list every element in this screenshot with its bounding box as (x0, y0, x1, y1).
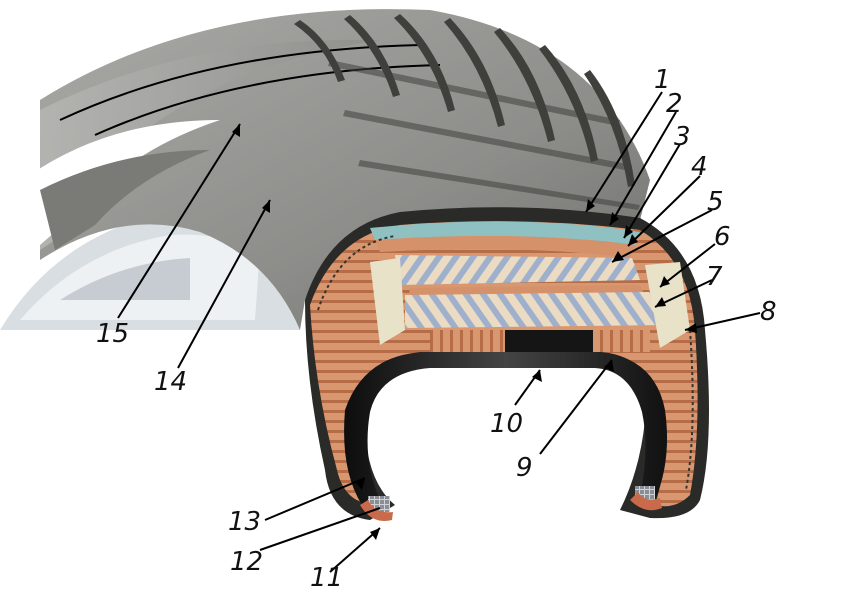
tire-cross-section (305, 207, 709, 521)
inner-liner (344, 352, 668, 505)
tire-body (30, 9, 650, 330)
callout-labels: 1 2 3 4 5 6 7 8 9 10 11 12 13 14 15 (96, 65, 777, 593)
tread-pattern (294, 14, 640, 210)
callout-7: 7 (706, 262, 723, 292)
callout-13: 13 (228, 507, 261, 537)
callout-10: 10 (490, 409, 523, 439)
callout-3: 3 (674, 122, 691, 152)
callout-8: 8 (760, 297, 777, 327)
belt-layer-lower (405, 292, 668, 328)
callout-5: 5 (707, 187, 724, 217)
leader-lines (117, 91, 761, 573)
callout-14: 14 (154, 367, 187, 397)
callout-9: 9 (516, 453, 533, 483)
callout-2: 2 (666, 89, 683, 119)
callout-11: 11 (310, 563, 343, 593)
callout-4: 4 (691, 152, 708, 182)
callout-6: 6 (714, 222, 731, 252)
callout-15: 15 (96, 319, 129, 349)
callout-1: 1 (654, 65, 671, 95)
belt-layer-upper (395, 255, 640, 285)
callout-12: 12 (230, 547, 263, 577)
